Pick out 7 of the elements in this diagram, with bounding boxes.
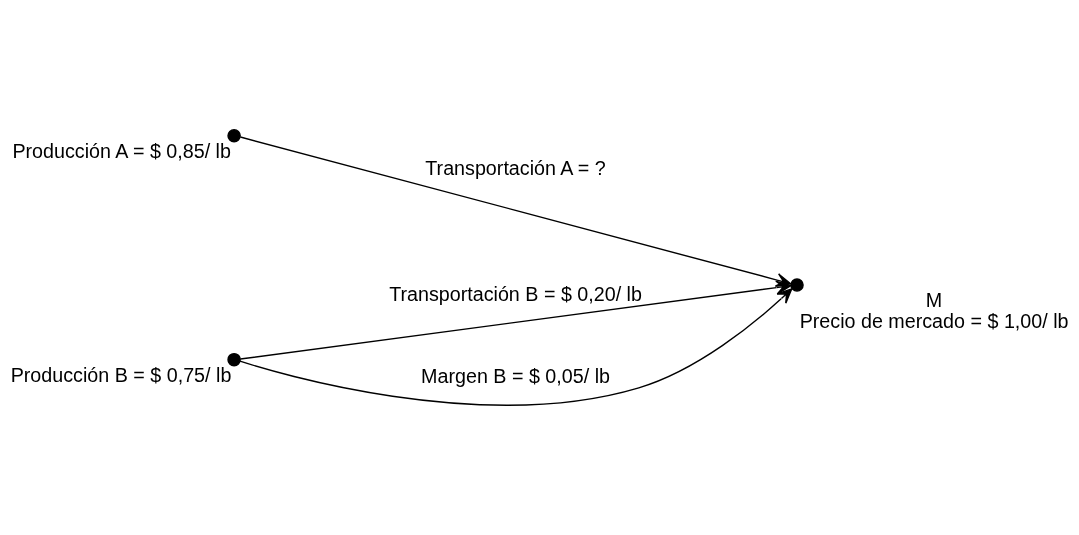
edge-label: Transportación A = ?: [425, 157, 606, 180]
edge-label: Transportación B = $ 0,20/ lb: [389, 282, 642, 305]
node-label: Precio de mercado = $ 1,00/ lb: [799, 310, 1069, 333]
edge-label: Margen B = $ 0,05/ lb: [421, 364, 611, 387]
node-label: Producción A = $ 0,85/ lb: [12, 139, 231, 162]
node-label: Producción B = $ 0,75/ lb: [10, 363, 232, 386]
node-label: M: [925, 288, 943, 311]
